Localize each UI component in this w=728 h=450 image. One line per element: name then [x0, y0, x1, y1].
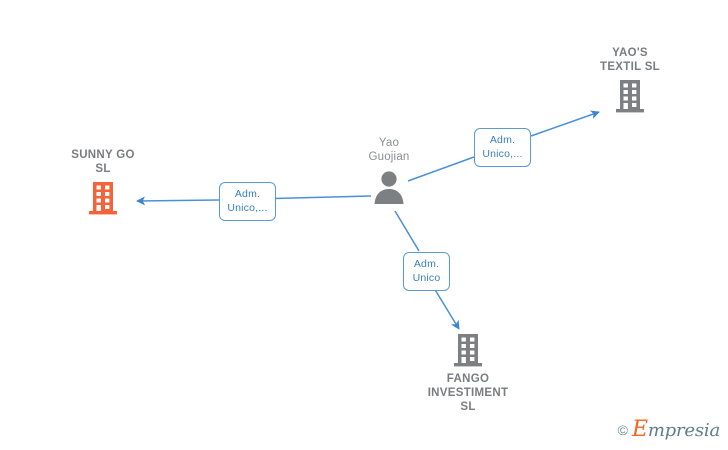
person-icon [372, 168, 406, 204]
building-icon [613, 78, 647, 114]
node-sunny-go[interactable]: SUNNY GO SL [28, 148, 178, 216]
node-yao-guojian-label: Yao Guojian [368, 137, 410, 163]
empresia-logo: Empresia [632, 417, 720, 442]
node-fango-investiment-label: FANGO INVESTIMENT SL [427, 373, 509, 413]
edge-label-sunny-go[interactable]: Adm. Unico,... [219, 182, 276, 221]
node-sunny-go-label: SUNNY GO SL [71, 149, 135, 175]
edge-to-fango [394, 210, 460, 330]
edge-label-yaos-textil[interactable]: Adm. Unico,... [474, 128, 531, 167]
empresia-logo-initial: E [631, 417, 648, 442]
node-yaos-textil-label: YAO'S TEXTIL SL [600, 47, 660, 73]
edge-to-yaos-textil [407, 110, 600, 182]
node-yaos-textil[interactable]: YAO'S TEXTIL SL [555, 46, 705, 114]
building-icon [451, 332, 485, 368]
empresia-logo-rest: mpresia [647, 420, 720, 441]
edge-label-fango[interactable]: Adm. Unico [403, 252, 450, 291]
node-fango-investiment[interactable]: FANGO INVESTIMENT SL [393, 332, 543, 414]
empresia-watermark: © Empresia [617, 417, 721, 442]
building-icon [86, 180, 120, 216]
node-yao-guojian[interactable]: Yao Guojian [314, 136, 464, 204]
copyright-icon: © [617, 421, 628, 438]
